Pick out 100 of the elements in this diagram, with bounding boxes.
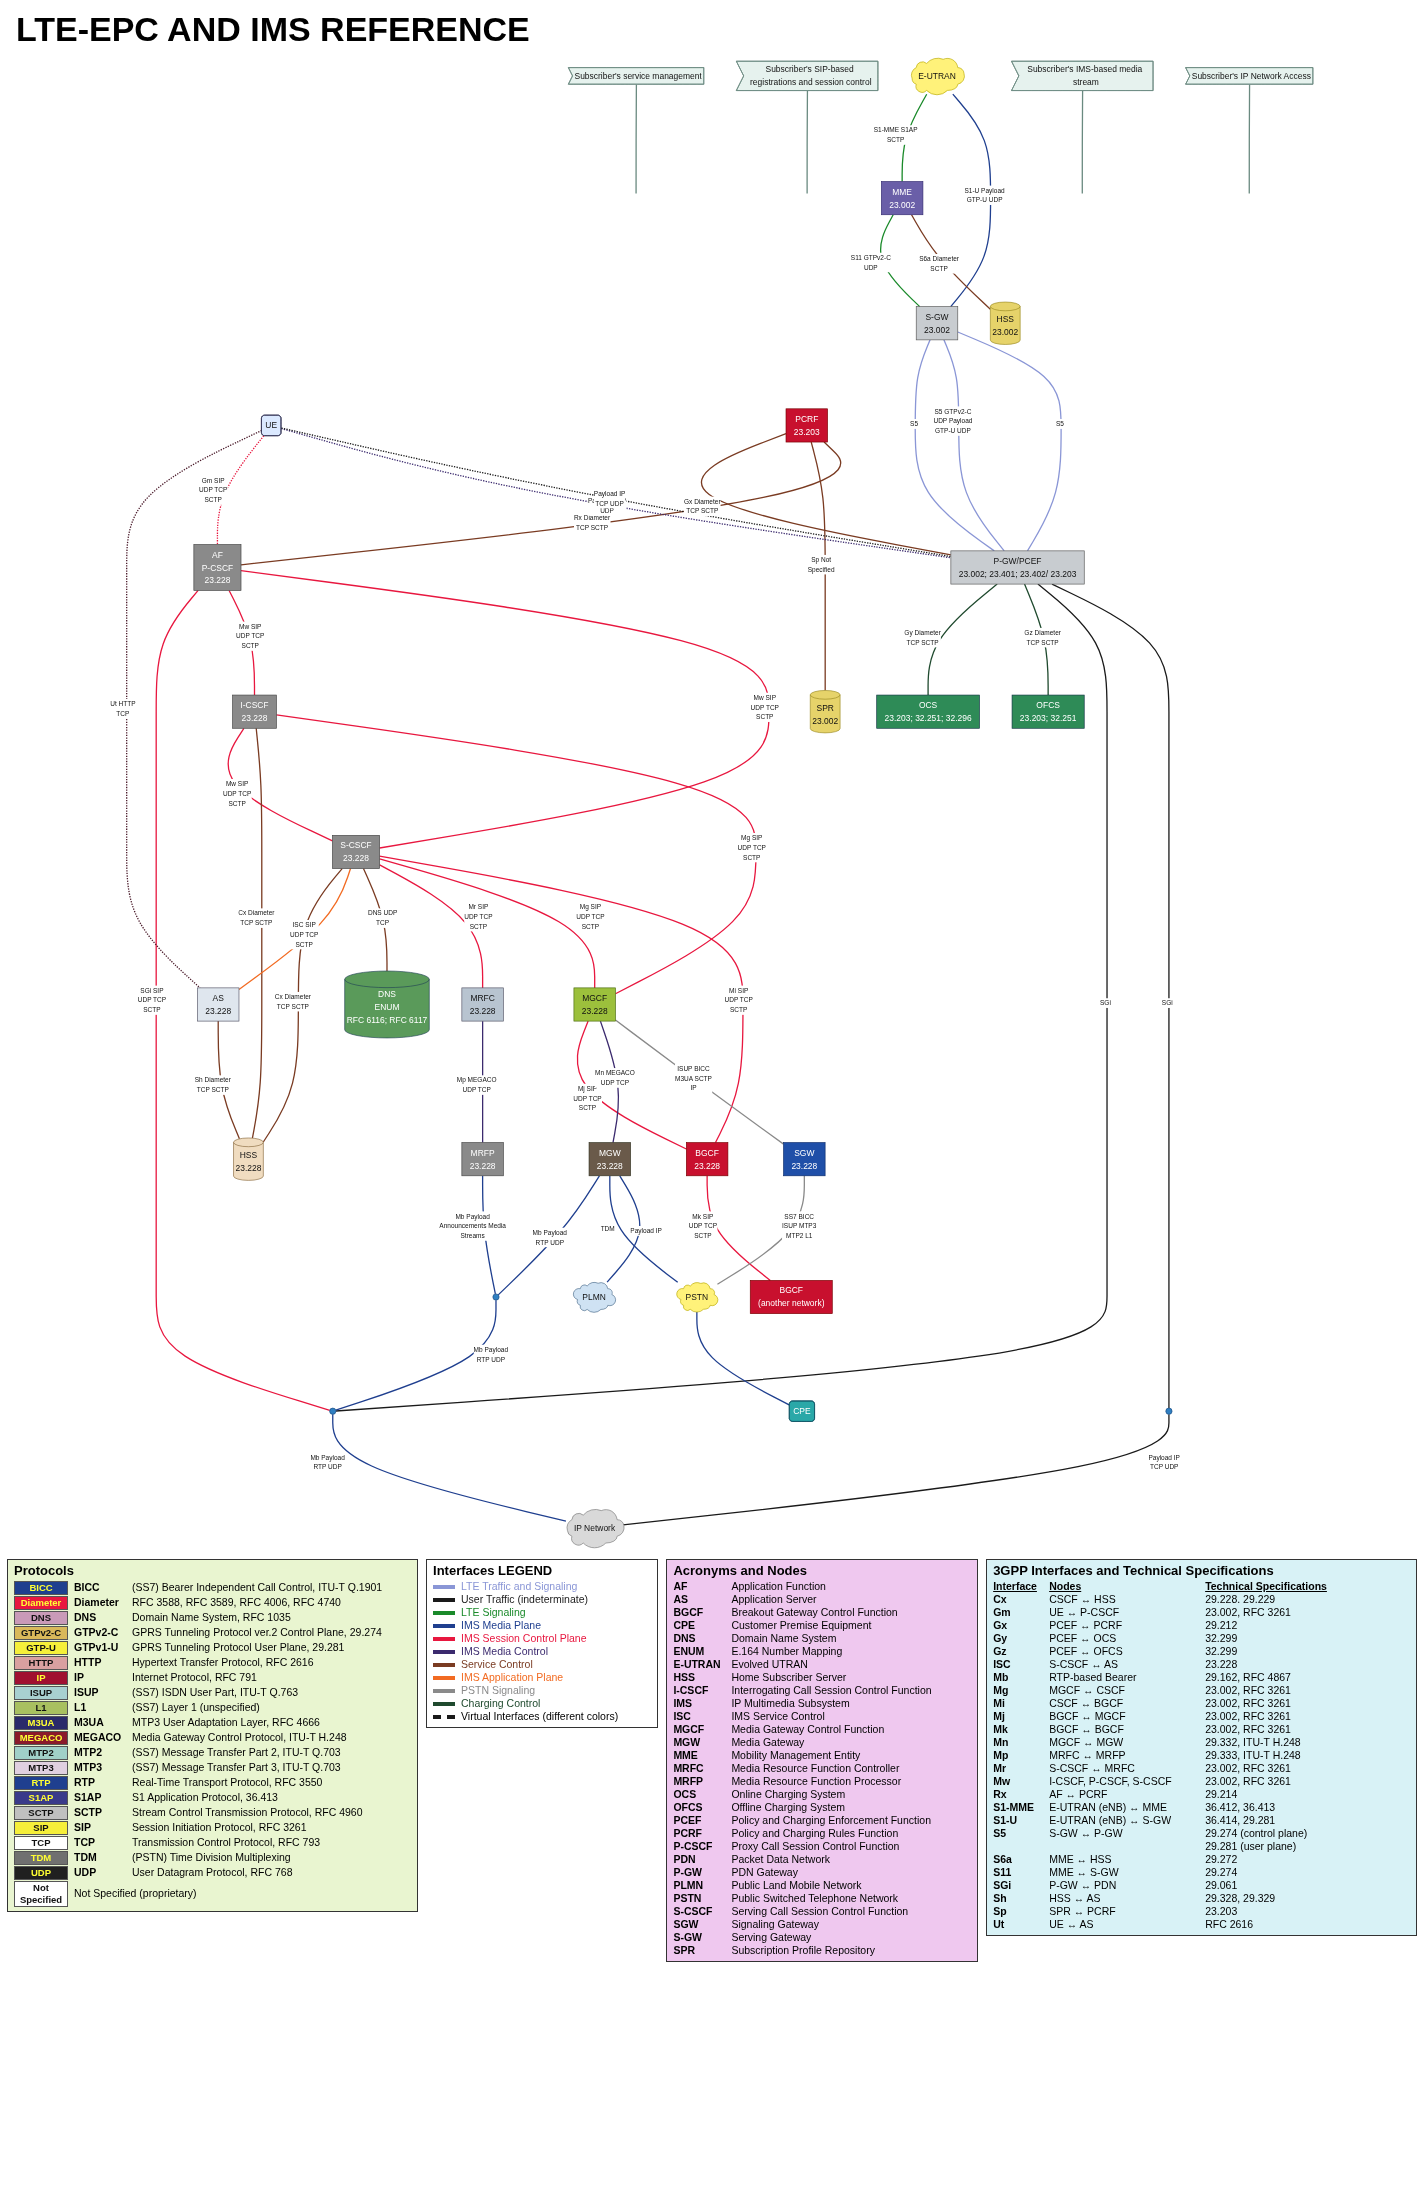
legend-text: Charging Control bbox=[461, 1697, 541, 1710]
acronym-expansion: IMS Service Control bbox=[731, 1710, 825, 1723]
interface-name: S6a bbox=[993, 1853, 1013, 1866]
node-box: MRFP 23.228 bbox=[462, 1142, 505, 1177]
spec-number: 29.228. 29.229 bbox=[1205, 1593, 1277, 1606]
legend-text: Service Control bbox=[461, 1658, 533, 1671]
spec-number: 36.414, 29.281 bbox=[1205, 1814, 1277, 1827]
acronym-expansion: Serving Gateway bbox=[731, 1931, 812, 1944]
acronym: AF bbox=[673, 1580, 689, 1593]
protocol-tag: Not Specified bbox=[14, 1880, 68, 1907]
spec-number: 29.061 bbox=[1205, 1879, 1239, 1892]
protocol-description: Hypertext Transfer Protocol, RFC 2616 bbox=[132, 1656, 314, 1669]
connector bbox=[615, 1019, 785, 1145]
spec-number: RFC 2616 bbox=[1205, 1918, 1254, 1931]
interface-nodes: E-UTRAN (eNB) ↔ MME bbox=[1049, 1801, 1200, 1814]
node-box: AF P-CSCF 23.228 bbox=[193, 544, 242, 591]
acronym-expansion: Subscription Profile Repository bbox=[731, 1944, 875, 1957]
acronym-expansion: Policy and Charging Rules Function bbox=[731, 1827, 899, 1840]
acronym: PSTN bbox=[673, 1892, 703, 1905]
node-circle bbox=[492, 1293, 500, 1301]
node-box: BGCF (another network) bbox=[750, 1280, 834, 1314]
connector bbox=[927, 583, 999, 696]
acronym: PLMN bbox=[673, 1879, 705, 1892]
node-box: P-GW/PCEF 23.002; 23.401; 23.402/ 23.203 bbox=[951, 550, 1086, 585]
acronym-expansion: Media Resource Function Processor bbox=[731, 1775, 902, 1788]
connector bbox=[126, 429, 263, 989]
protocol-description: (SS7) Message Transfer Part 2, ITU-T Q.703 bbox=[132, 1746, 341, 1759]
protocol-name: M3UA bbox=[74, 1716, 105, 1729]
spec-number: 32.299 bbox=[1205, 1632, 1239, 1645]
acronym-expansion: Public Land Mobile Network bbox=[731, 1879, 862, 1892]
legend-text: IMS Media Plane bbox=[461, 1619, 541, 1632]
node-box: OFCS 23.203; 32.251 bbox=[1012, 694, 1085, 729]
interface-name: Gy bbox=[993, 1632, 1009, 1645]
spec-number: 23.002, RFC 3261 bbox=[1205, 1710, 1292, 1723]
interface-nodes: PCEF ↔ PCRF bbox=[1049, 1619, 1200, 1632]
protocol-name: IP bbox=[74, 1671, 85, 1684]
spec-number: 29.281 (user plane) bbox=[1205, 1840, 1298, 1853]
interface-nodes: UE ↔ AS bbox=[1049, 1918, 1200, 1931]
node-box: BGCF 23.228 bbox=[686, 1142, 729, 1177]
interface-nodes: HSS ↔ AS bbox=[1049, 1892, 1200, 1905]
spec-number: 23.002, RFC 3261 bbox=[1205, 1684, 1292, 1697]
acronym-expansion: E.164 Number Mapping bbox=[731, 1645, 843, 1658]
protocol-tag: MTP3 bbox=[14, 1760, 68, 1775]
acronym: I-CSCF bbox=[673, 1684, 710, 1697]
spec-number: 29.332, ITU-T H.248 bbox=[1205, 1736, 1302, 1749]
protocol-tag: HTTP bbox=[14, 1655, 68, 1670]
connector bbox=[217, 435, 265, 546]
acronym: CPE bbox=[673, 1619, 696, 1632]
interface-nodes: P-GW ↔ PDN bbox=[1049, 1879, 1200, 1892]
panel-heading: Acronyms and Nodes bbox=[673, 1564, 808, 1577]
spec-number: 36.412, 36.413 bbox=[1205, 1801, 1277, 1814]
connector bbox=[811, 441, 827, 692]
protocol-name: GTPv1-U bbox=[74, 1641, 120, 1654]
interface-name: SGi bbox=[993, 1879, 1013, 1892]
protocol-name: TDM bbox=[74, 1851, 98, 1864]
panel-heading: Interfaces LEGEND bbox=[433, 1564, 553, 1577]
acronym-expansion: Application Function bbox=[731, 1580, 826, 1593]
connector bbox=[609, 1175, 679, 1283]
node-box: AS 23.228 bbox=[197, 987, 240, 1022]
protocol-name: UDP bbox=[74, 1866, 98, 1879]
acronym-expansion: Public Switched Telephone Network bbox=[731, 1892, 899, 1905]
interface-name: Rx bbox=[993, 1788, 1008, 1801]
interface-name: Mg bbox=[993, 1684, 1010, 1697]
connector bbox=[1082, 90, 1084, 195]
spec-number: 29.214 bbox=[1205, 1788, 1239, 1801]
connector bbox=[622, 1413, 1171, 1526]
interface-name: Mi bbox=[993, 1697, 1006, 1710]
node-box: OCS 23.203; 32.251; 32.296 bbox=[876, 694, 981, 729]
acronym-expansion: Media Gateway Control Function bbox=[731, 1723, 885, 1736]
acronym: SPR bbox=[673, 1944, 696, 1957]
interface-name: Mp bbox=[993, 1749, 1010, 1762]
node-box: MGW 23.228 bbox=[589, 1142, 632, 1177]
interface-nodes: BGCF ↔ BGCF bbox=[1049, 1723, 1200, 1736]
protocol-name: MTP2 bbox=[74, 1746, 103, 1759]
interface-name: Mb bbox=[993, 1671, 1010, 1684]
connector bbox=[950, 93, 992, 308]
protocol-description: Stream Control Transmission Protocol, RFC 4960 bbox=[132, 1806, 363, 1819]
connector bbox=[263, 867, 344, 1143]
spec-number: 29.333, ITU-T H.248 bbox=[1205, 1749, 1302, 1762]
acronym-expansion: Home Subscriber Server bbox=[731, 1671, 847, 1684]
acronym-expansion: Evolved UTRAN bbox=[731, 1658, 808, 1671]
legend-text: LTE Traffic and Signaling bbox=[461, 1580, 578, 1593]
acronym: PDN bbox=[673, 1853, 697, 1866]
interface-name: S1-U bbox=[993, 1814, 1019, 1827]
connector bbox=[498, 1175, 601, 1296]
interface-nodes: MME ↔ HSS bbox=[1049, 1853, 1200, 1866]
acronym: AS bbox=[673, 1593, 689, 1606]
protocol-name: MEGACO bbox=[74, 1731, 123, 1744]
acronym: MRFC bbox=[673, 1762, 705, 1775]
interface-nodes: I-CSCF, P-CSCF, S-CSCF bbox=[1049, 1775, 1200, 1788]
spec-number: 29.274 (control plane) bbox=[1205, 1827, 1309, 1840]
protocol-tag: BICC bbox=[14, 1580, 68, 1595]
interface-name: Ut bbox=[993, 1918, 1006, 1931]
protocol-name: SIP bbox=[74, 1821, 92, 1834]
connector bbox=[606, 1175, 641, 1283]
panel-heading: 3GPP Interfaces and Technical Specifications bbox=[993, 1564, 1274, 1577]
interface-name: Sh bbox=[993, 1892, 1008, 1905]
protocol-tag: M3UA bbox=[14, 1715, 68, 1730]
acronym-expansion: Signaling Gateway bbox=[731, 1918, 819, 1931]
acronym-expansion: Offline Charging System bbox=[731, 1801, 845, 1814]
